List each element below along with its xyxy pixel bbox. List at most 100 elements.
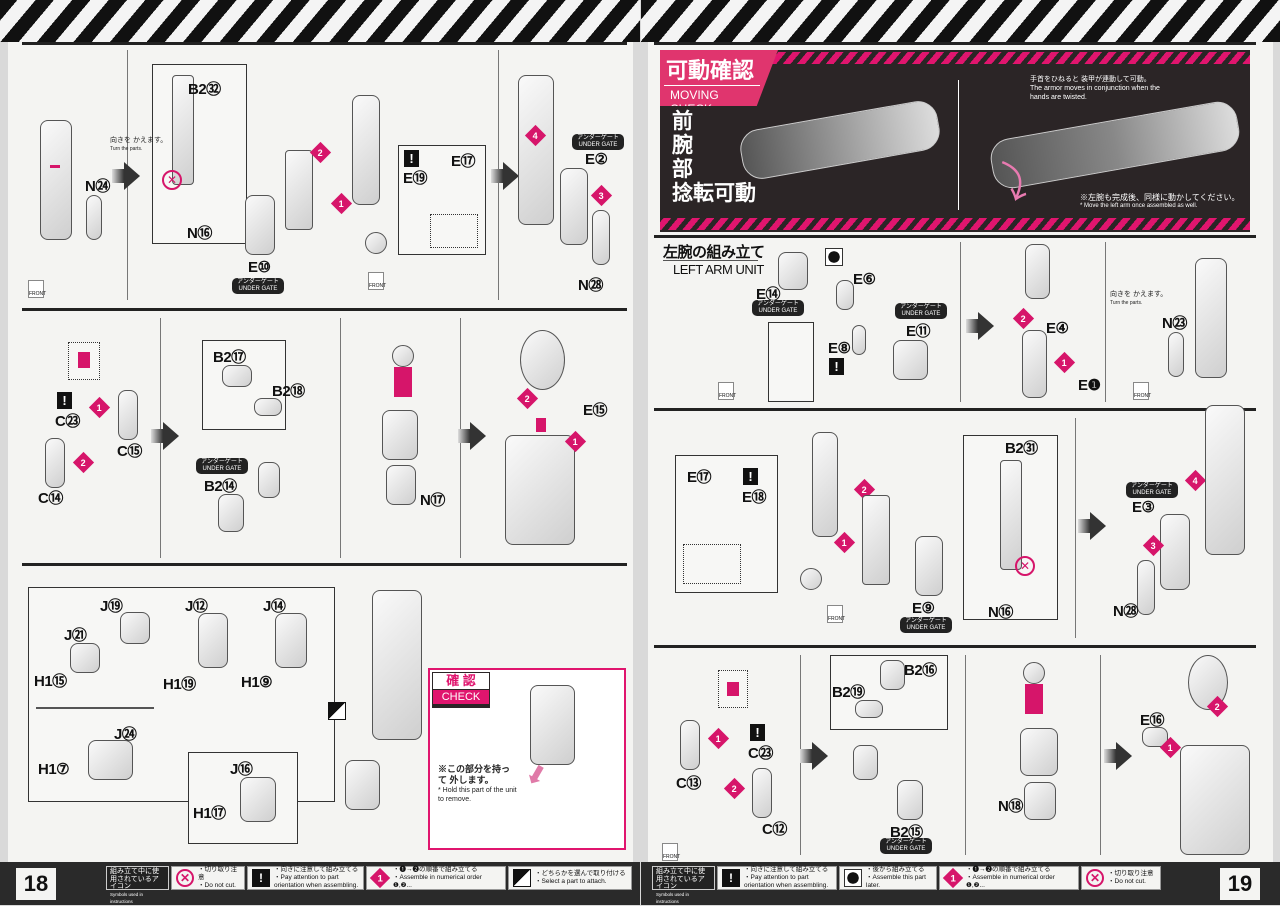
legend-en: ・Assemble in numerical order ❶,❷...	[393, 874, 482, 889]
part-label: E③	[1132, 499, 1155, 516]
part-label: E④	[1046, 320, 1069, 337]
under-gate-badge: アンダーゲート UNDER GATE	[752, 300, 804, 316]
part-label: H1⑲	[163, 676, 196, 693]
mc-footnote: ※左腕も完成後、同様に動かしてください。 * Move the left arm…	[1080, 193, 1240, 211]
armor-part	[172, 75, 194, 185]
legend-item-do-not-cut: ✕・切り取り注意・Do not cut.	[1081, 866, 1161, 890]
legend-jp: ・どちらかを選んで取り付ける	[535, 870, 626, 877]
mark	[727, 682, 739, 696]
mc-subtitle-line: 前	[672, 110, 693, 133]
arm-part	[518, 75, 554, 225]
armor-part	[1137, 560, 1155, 615]
check-box: 確 認 CHECK ※この部分を持って 外します。 * Hold this pa…	[428, 668, 626, 850]
part	[855, 700, 883, 718]
under-gate-badge: アンダーゲート UNDER GATE	[572, 134, 624, 150]
arm-part	[1195, 258, 1227, 378]
arm-part	[1188, 655, 1228, 710]
part-label: H1⑰	[193, 805, 226, 822]
under-gate-badge: アンダーゲート UNDER GATE	[900, 617, 952, 633]
part-label: J⑫	[185, 598, 208, 615]
legend-item-orientation: !・向きに注意して組み立てる・Pay attention to part ori…	[717, 866, 837, 890]
hand-part	[345, 760, 380, 810]
divider	[1100, 655, 1101, 855]
part-label: E⑭	[756, 286, 781, 303]
part-label: C㉓	[748, 745, 773, 762]
front-icon: FRONT	[368, 272, 386, 290]
assemble-later-icon	[825, 248, 843, 266]
part-label: E❶	[1078, 377, 1101, 394]
arm-part	[352, 95, 380, 205]
legend-en: ・Assemble this part later.	[866, 874, 926, 889]
under-gate-badge: アンダーゲート UNDER GATE	[196, 458, 248, 474]
divider	[22, 308, 627, 311]
divider	[965, 655, 966, 855]
turn-note-jp: 向きを かえます。	[110, 137, 168, 144]
exclamation-icon: !	[57, 392, 72, 409]
arm-part	[530, 685, 575, 765]
part	[836, 280, 854, 310]
mark	[536, 418, 546, 432]
hand-part	[88, 740, 133, 780]
select-part-icon	[328, 702, 346, 720]
arm-part	[505, 435, 575, 545]
under-gate-badge: アンダーゲート UNDER GATE	[895, 303, 947, 319]
mc-footnote-jp: ※左腕も完成後、同様に動かしてください。	[1080, 193, 1240, 202]
part-label: C⑭	[38, 490, 63, 507]
hazard-stripe-left	[0, 0, 640, 42]
do-not-cut-icon: ✕	[176, 869, 194, 887]
part-label: J⑭	[263, 598, 286, 615]
part-label: J⑲	[100, 598, 123, 615]
arm-part	[40, 120, 72, 240]
part	[680, 720, 700, 770]
armor-part	[285, 150, 313, 230]
legend-title-en: Symbols used in instructions	[656, 891, 690, 905]
do-not-cut-icon: ✕	[1015, 556, 1035, 576]
mc-footnote-en: * Move the left arm once assembled as we…	[1080, 203, 1198, 209]
detail-box	[683, 544, 741, 584]
legend-jp: ・向きに注意して組み立てる	[274, 866, 359, 873]
under-gate-badge: アンダーゲート UNDER GATE	[880, 838, 932, 854]
legend-en: ・Select a part to attach.	[535, 878, 607, 885]
part	[258, 462, 280, 498]
legend-en: ・Pay attention to part orientation when …	[744, 874, 829, 889]
front-icon: FRONT	[718, 382, 736, 400]
arm-part	[1025, 244, 1050, 299]
mc-stripe-bottom	[660, 218, 1250, 230]
part	[778, 252, 808, 290]
mc-note-en: The armor moves in conjunction when the …	[1030, 85, 1160, 101]
hand-part	[70, 643, 100, 673]
divider	[22, 42, 627, 45]
section-title-jp: 左腕の組み立て	[663, 244, 765, 261]
mc-note: 手首をひねると 装甲が連動して可動。 The armor moves in co…	[1030, 75, 1180, 102]
part-label: E②	[585, 151, 608, 168]
arm-part	[520, 330, 565, 390]
detail-box	[718, 670, 748, 708]
part-label: J㉔	[114, 726, 137, 743]
part-label: N⑱	[998, 798, 1023, 815]
armor-part	[218, 494, 244, 532]
divider	[22, 563, 627, 566]
legend-jp: ・❶→❷の順番で組み立てる	[393, 866, 478, 873]
part-label: E⑱	[742, 489, 767, 506]
armor-part	[897, 780, 923, 820]
section-title-en: LEFT ARM UNIT	[673, 262, 764, 277]
divider	[1105, 242, 1106, 402]
part-label: J㉑	[64, 627, 87, 644]
divider	[654, 408, 1256, 411]
front-icon: FRONT	[1133, 382, 1151, 400]
legend-jp: ・切り取り注意	[1108, 870, 1154, 877]
arm-illustration	[737, 98, 943, 182]
page-number: 19	[1220, 868, 1260, 900]
part-label: E⑩	[248, 259, 271, 276]
legend-jp: ・向きに注意して組み立てる	[744, 866, 829, 873]
check-title-en: CHECK	[433, 690, 489, 704]
mc-title-badge: 可動確認 MOVING CHECK	[660, 50, 778, 106]
legend-item-numerical-order: 1・❶→❷の順番で組み立てる・Assemble in numerical ord…	[366, 866, 506, 890]
mc-note-jp: 手首をひねると 装甲が連動して可動。	[1030, 76, 1151, 83]
part-label: B2⑲	[832, 684, 865, 701]
part-label: N㉘	[1113, 603, 1138, 620]
mark	[1025, 684, 1043, 714]
joint-part	[392, 345, 414, 367]
